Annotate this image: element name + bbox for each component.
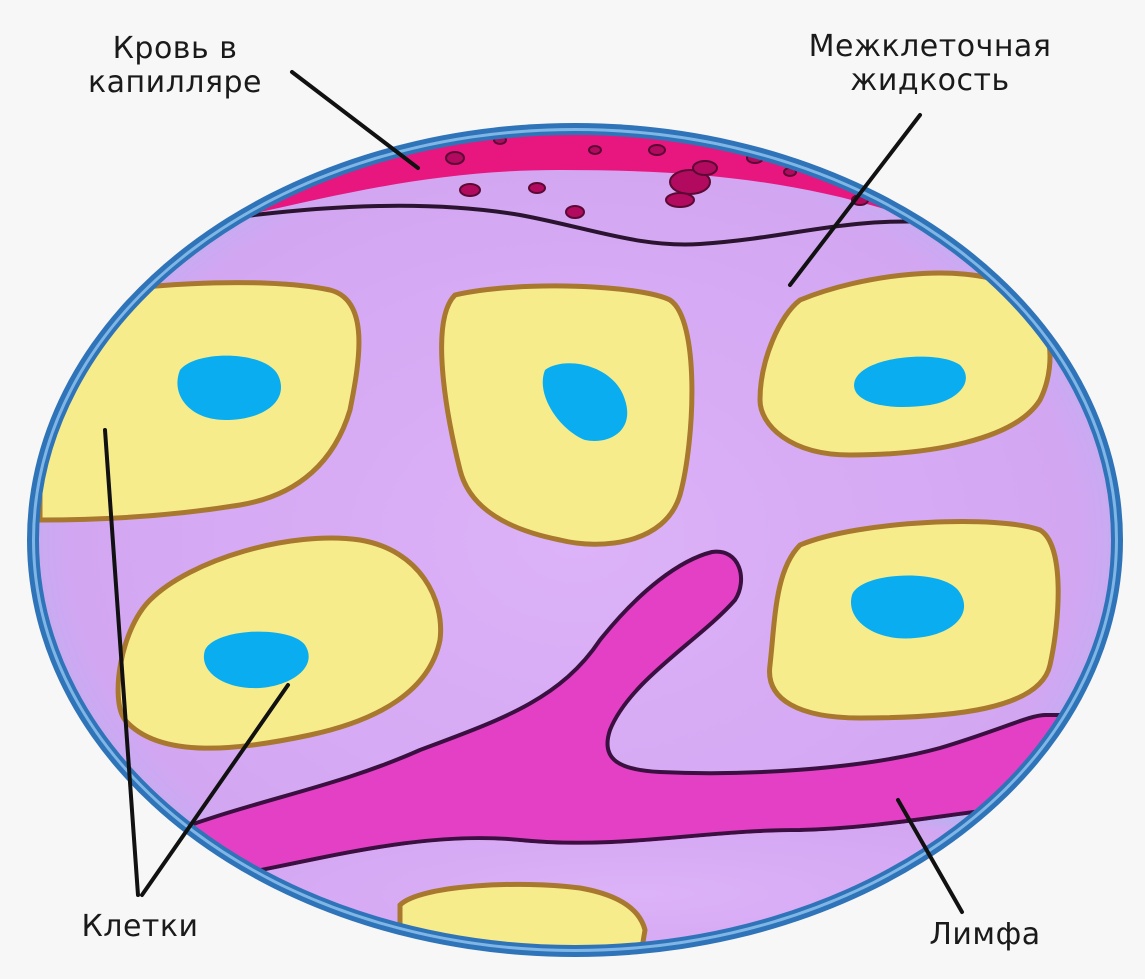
label-blood-in-capillary: Кровь в капилляре bbox=[55, 32, 295, 100]
label-lymph: Лимфа bbox=[905, 918, 1065, 952]
leader-blood bbox=[292, 72, 418, 168]
nucleus bbox=[177, 356, 281, 420]
cell-bottom-right bbox=[770, 522, 1059, 718]
cell-top-center bbox=[442, 286, 692, 544]
cell-top-right bbox=[760, 273, 1050, 455]
label-cells: Клетки bbox=[60, 910, 220, 944]
label-intercellular-fluid: Межклеточная жидкость bbox=[770, 30, 1090, 98]
